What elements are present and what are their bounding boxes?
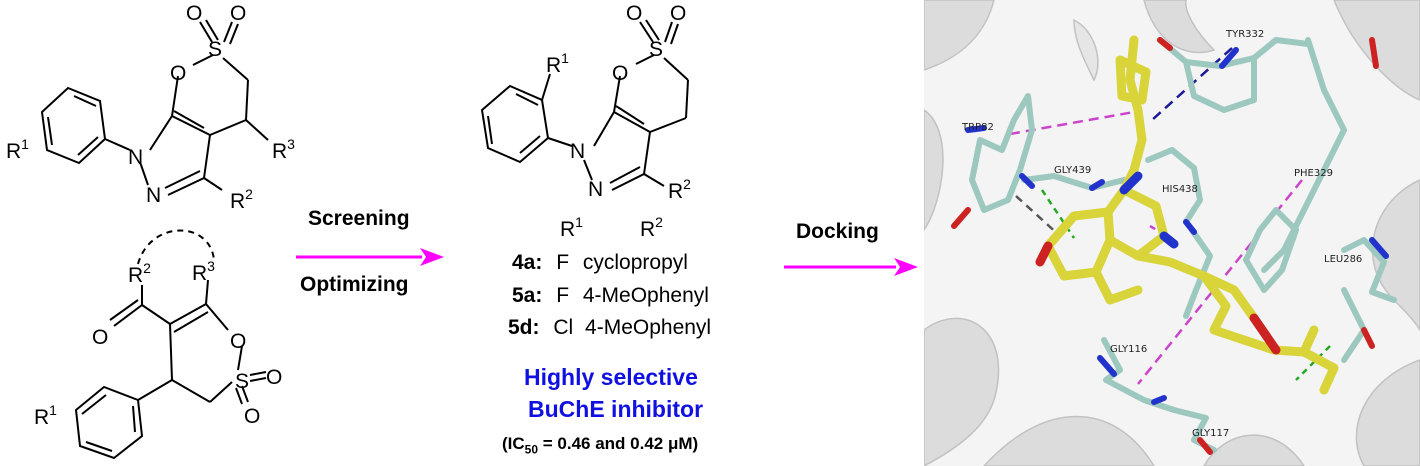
residue-label: TYR332 [1225,29,1264,40]
sulfur-atom: S [208,38,222,61]
nitrogen-atom: N [588,178,603,201]
selectivity-note-line1: Highly selective [524,364,698,390]
residue-label: PHE329 [1294,168,1333,179]
compound-r2: cyclopropyl [582,251,688,274]
protein-residues [969,37,1397,453]
r3-label: R3 [192,258,215,285]
scaffold-top: S O O O N N R1 R2 R3 [6,2,295,213]
sulfur-atom: S [649,38,663,61]
nitrogen-atom: N [570,140,585,163]
screening-arrow [296,248,444,266]
residue-label: HIS438 [1162,184,1198,195]
r3-label: R3 [272,136,295,163]
residue-label: GLY116 [1110,344,1147,355]
compound-r1: F [556,284,570,307]
oxygen-atom: O [626,2,642,25]
r1-column-header: R1 [560,214,583,241]
oxygen-atom: O [230,330,246,353]
optimizing-label: Optimizing [300,273,409,296]
hydrogen-bond [1040,189,1076,239]
compound-id: 4a: [512,251,543,274]
r1-label: R1 [6,136,29,163]
residue-label: GLY117 [1192,428,1229,439]
compound-row-5a: 5a: F 4-MeOphenyl [512,284,709,308]
r2-label: R2 [128,260,151,287]
r2-label: R2 [668,176,691,203]
selectivity-note-line2: BuChE inhibitor [528,396,704,422]
carbonyl-oxygen-atom: O [92,326,108,349]
docking-arrow [784,258,918,276]
r2-label: R2 [230,186,253,213]
oxygen-atom: O [670,2,686,25]
screening-label: Screening [308,207,410,230]
hydrogen-bond [1295,345,1331,381]
ligand [1043,35,1339,395]
oxygen-atom: O [230,2,246,25]
oxygen-atom: O [244,405,260,428]
residue-label: GLY439 [1054,165,1091,176]
compound-r2: 4-MeOphenyl [585,316,712,339]
oxygen-atom: O [170,62,186,85]
substituent-header: R1 R2 [560,214,663,241]
product-structure: S O O O N N R1 R2 [480,2,691,203]
nitrogen-atom: N [128,146,143,169]
r2-column-header: R2 [640,214,663,241]
sulfur-atom: S [235,370,249,393]
compound-r2: 4-MeOphenyl [582,284,709,307]
compound-row-4a: 4a: F cyclopropyl [512,251,688,275]
compound-row-5d: 5d: Cl 4-MeOphenyl [508,316,711,340]
r1-label: R1 [34,402,57,429]
compound-id: 5a: [512,284,543,307]
scaffold-bottom: R2 R3 O O S O O R1 [34,229,282,460]
residue-label: LEU286 [1324,254,1362,265]
residue-label: TRP82 [961,122,994,133]
ic50-values: (IC50 = 0.46 and 0.42 μM) [502,434,699,457]
r1-label: R1 [546,50,569,77]
docking-view: TYR332 TRP82 GLY439 HIS438 PHE329 LEU286… [924,0,1420,466]
oxygen-atom: O [612,62,628,85]
docking-label: Docking [796,220,879,243]
hydrophobic-contact [1015,195,1061,237]
nitrogen-atom: N [146,184,161,207]
compound-r1: Cl [553,316,574,339]
compound-id: 5d: [508,316,540,339]
oxygen-atom: O [186,2,202,25]
oxygen-atom: O [266,366,282,389]
compound-r1: F [556,251,570,274]
